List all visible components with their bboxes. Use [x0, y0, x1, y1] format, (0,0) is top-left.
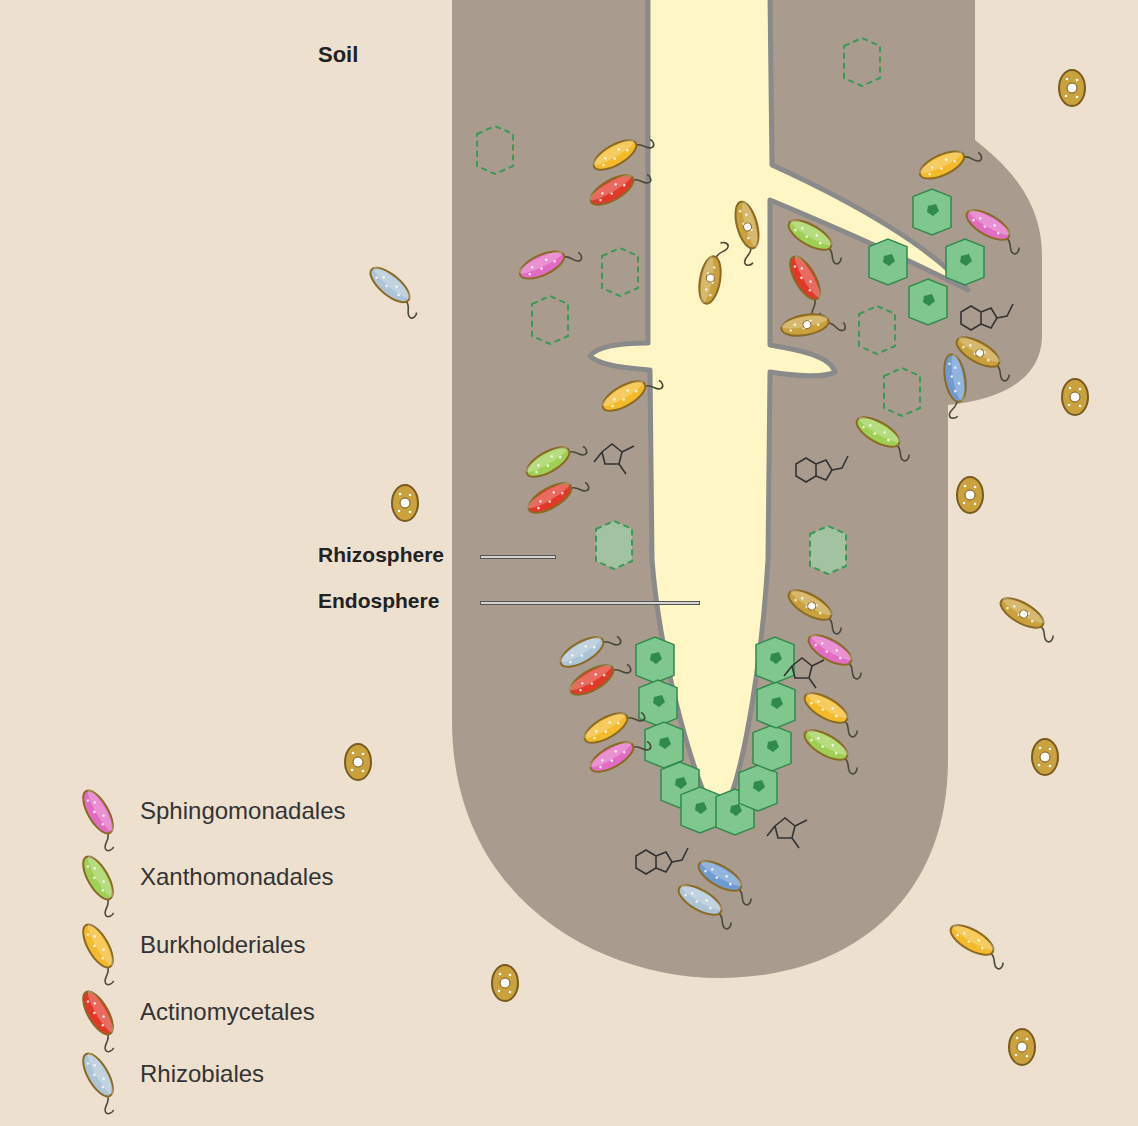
bacterium	[598, 368, 664, 419]
bacterium	[589, 127, 655, 178]
bacterium	[939, 353, 972, 419]
bacterium	[851, 411, 917, 462]
root-cell	[636, 637, 674, 683]
border-cell	[884, 368, 920, 416]
legend-text: Sphingomonadales	[140, 797, 346, 825]
legend-icon	[76, 987, 127, 1053]
border-cell	[532, 296, 568, 344]
border-cell	[596, 521, 632, 569]
root-cell	[913, 189, 951, 235]
exudate-molecule	[961, 304, 1013, 330]
soil-bacterium	[1009, 1029, 1035, 1065]
region-title: Soil	[318, 42, 358, 68]
soil-bacterium	[1059, 70, 1085, 106]
bacterium	[729, 199, 767, 266]
root-cell	[756, 637, 794, 683]
bacterium	[945, 919, 1011, 970]
exudate-molecule	[796, 456, 848, 482]
bacterium	[780, 308, 846, 341]
bacterium	[524, 470, 590, 521]
bacterium	[783, 584, 849, 635]
bacterium	[799, 724, 865, 775]
region-label: Rhizosphere	[318, 543, 444, 567]
legend-icon	[76, 920, 127, 986]
bacterium	[522, 434, 588, 485]
border-cell	[477, 126, 513, 174]
soil-bacterium	[392, 485, 418, 521]
bacterium	[916, 139, 983, 186]
root-cell	[869, 239, 907, 285]
bacterium	[673, 879, 739, 930]
soil-bacterium	[492, 965, 518, 1001]
soil-bacterium	[957, 477, 983, 513]
legend-icon	[76, 1049, 127, 1115]
soil-bacterium	[345, 744, 371, 780]
legend-icon	[76, 786, 127, 852]
root-cell	[757, 682, 795, 728]
bacterium	[586, 729, 652, 780]
root-cell	[681, 787, 719, 833]
bacterium	[961, 204, 1027, 255]
legend-text: Actinomycetales	[140, 998, 315, 1026]
root-cell	[739, 765, 777, 811]
root-cell	[753, 725, 791, 771]
soil-bacterium	[1032, 739, 1058, 775]
bacterium	[586, 162, 652, 213]
endosphere-root	[590, 0, 968, 806]
region-label: Endosphere	[318, 589, 439, 613]
bacterium	[995, 592, 1061, 643]
border-cell	[844, 38, 880, 86]
leader-lines	[480, 557, 700, 603]
bacterium	[783, 252, 834, 318]
root-cell	[909, 279, 947, 325]
legend-text: Rhizobiales	[140, 1060, 264, 1088]
legend-text: Burkholderiales	[140, 931, 305, 959]
exudate-molecule	[767, 818, 807, 848]
bacterium	[580, 700, 646, 751]
border-cell	[602, 248, 638, 296]
legend-text: Xanthomonadales	[140, 863, 333, 891]
soil-bacterium	[1062, 379, 1088, 415]
border-cell	[859, 306, 895, 354]
bacterium	[364, 262, 427, 320]
legend-icon	[76, 852, 127, 918]
bacterium	[516, 239, 583, 286]
exudate-molecule	[594, 444, 634, 474]
bacterium	[803, 629, 869, 680]
bacterium	[696, 240, 729, 306]
root-cell	[946, 239, 984, 285]
exudate-molecule	[784, 658, 824, 688]
exudate-molecule	[636, 848, 688, 874]
bacterium	[566, 652, 632, 703]
border-cell	[810, 526, 846, 574]
